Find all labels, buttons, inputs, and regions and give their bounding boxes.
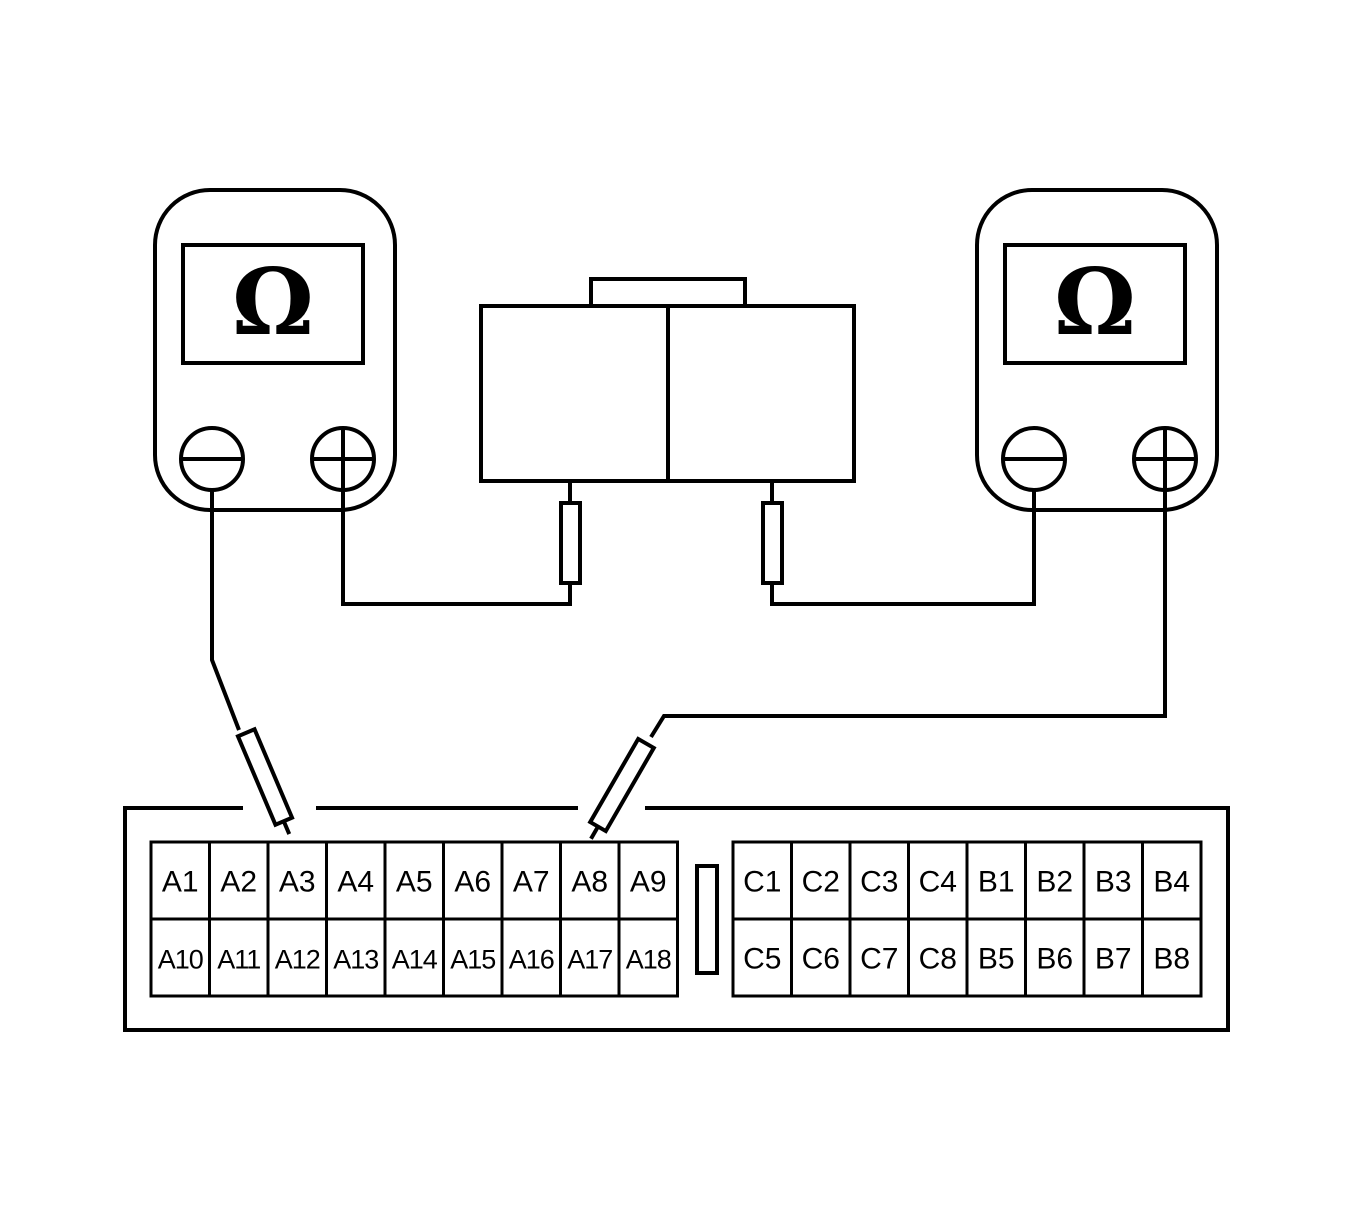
right-ohmmeter-body bbox=[975, 188, 1219, 512]
right-ohmmeter-display bbox=[1003, 243, 1187, 365]
pin-label: A17 bbox=[567, 945, 612, 975]
pin-label: C6 bbox=[802, 943, 840, 976]
plus-circle-icon bbox=[1132, 426, 1198, 492]
pin-label: B7 bbox=[1095, 943, 1132, 976]
wire-right-positive bbox=[649, 490, 1167, 739]
pin-label: A2 bbox=[220, 866, 257, 899]
pin-label: A1 bbox=[162, 866, 199, 899]
pin-label: A7 bbox=[513, 866, 550, 899]
pin-label: A12 bbox=[275, 945, 320, 975]
pin-label: C4 bbox=[919, 866, 957, 899]
pin-label: C8 bbox=[919, 943, 957, 976]
pin-label: A4 bbox=[337, 866, 374, 899]
wire-left-negative bbox=[210, 490, 241, 731]
pin-label: C3 bbox=[860, 866, 898, 899]
right-ohmmeter-omega-symbol: Ω bbox=[1054, 248, 1136, 356]
connector-probe-left bbox=[235, 726, 295, 835]
pin-label: B4 bbox=[1153, 866, 1190, 899]
component-probe-left bbox=[559, 501, 582, 585]
pin-label: B3 bbox=[1095, 866, 1132, 899]
pin-label: C1 bbox=[743, 866, 781, 899]
minus-circle-icon bbox=[1001, 426, 1067, 492]
pin-label: A6 bbox=[454, 866, 491, 899]
pin-label: B8 bbox=[1153, 943, 1190, 976]
pin-label: A16 bbox=[509, 945, 554, 975]
pin-label: A8 bbox=[571, 866, 608, 899]
pin-label: A18 bbox=[626, 945, 671, 975]
component-block bbox=[479, 277, 856, 585]
connector-housing bbox=[123, 806, 1230, 1032]
left-ohmmeter-omega-symbol: Ω bbox=[232, 248, 314, 356]
right-ohmmeter: Ω bbox=[975, 188, 1219, 512]
minus-circle-icon bbox=[179, 426, 245, 492]
pin-label: A9 bbox=[630, 866, 667, 899]
pin-label: B2 bbox=[1036, 866, 1073, 899]
pin-label: B6 bbox=[1036, 943, 1073, 976]
pin-label: C5 bbox=[743, 943, 781, 976]
left-ohmmeter-display bbox=[181, 243, 365, 365]
pin-label: A13 bbox=[333, 945, 378, 975]
pin-label: C2 bbox=[802, 866, 840, 899]
left-ohmmeter: Ω bbox=[153, 188, 397, 512]
component-probe-right bbox=[761, 501, 784, 585]
component-top-tab bbox=[589, 277, 747, 308]
pin-label: C7 bbox=[860, 943, 898, 976]
connector-key-slot bbox=[695, 864, 719, 975]
test-leads bbox=[210, 490, 1167, 840]
left-ohmmeter-body bbox=[153, 188, 397, 512]
pin-label: A11 bbox=[217, 945, 260, 975]
wire-right-negative bbox=[770, 490, 1036, 606]
plus-circle-icon bbox=[310, 426, 376, 492]
connector-probe-right bbox=[587, 736, 657, 840]
pin-cell bbox=[617, 917, 679, 998]
pin-label: A3 bbox=[279, 866, 316, 899]
pin-label: A5 bbox=[396, 866, 433, 899]
pin-label: A15 bbox=[450, 945, 495, 975]
wire-left-positive bbox=[341, 490, 572, 606]
pin-label: B5 bbox=[978, 943, 1015, 976]
pin-label: A14 bbox=[392, 945, 438, 975]
pin-label: B1 bbox=[978, 866, 1015, 899]
pin-cell bbox=[1141, 917, 1203, 998]
pin-label: A10 bbox=[158, 945, 203, 975]
